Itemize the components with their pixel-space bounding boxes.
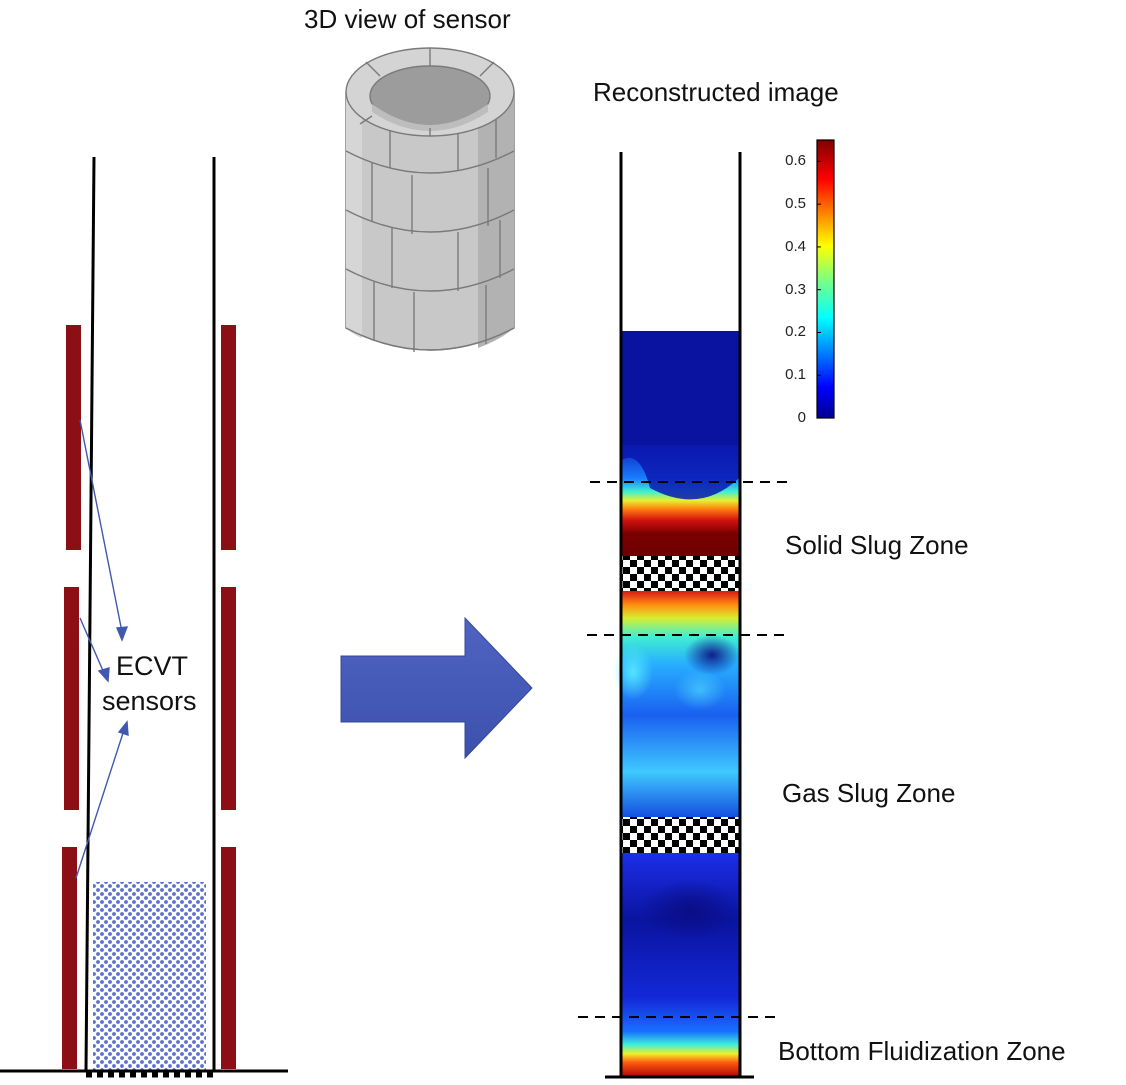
colorbar-tick-label: 0.3 — [785, 280, 806, 298]
electrode-left-bottom — [62, 847, 77, 1069]
left-column-wall-left — [84, 156, 96, 1072]
colorbar-tick-label: 0.5 — [785, 195, 806, 213]
transform-arrow — [340, 616, 533, 760]
particle-bed — [93, 882, 206, 1070]
solid-slug-zone-label: Solid Slug Zone — [785, 530, 969, 560]
colorbar-tick-label: 0.2 — [785, 323, 806, 341]
electrode-right-middle — [221, 587, 236, 810]
gas-slug-zone-label: Gas Slug Zone — [782, 778, 956, 808]
ecvt-label-line2: sensors — [102, 686, 197, 716]
sensor-3d-cylinder — [345, 47, 515, 352]
electrode-left-middle — [64, 587, 79, 810]
left-column — [0, 156, 288, 1078]
ecvt-label-line1: ECVT — [116, 651, 189, 681]
bottom-fluidization-zone-label: Bottom Fluidization Zone — [778, 1036, 1066, 1066]
electrode-right-bottom — [221, 847, 236, 1069]
sensor-3d-title: 3D view of sensor — [304, 4, 511, 34]
zone-gas-slug — [622, 591, 739, 817]
colorbar — [816, 139, 835, 419]
colorbar-tick-label: 0.6 — [785, 152, 806, 170]
electrode-left-top — [66, 325, 81, 550]
reconstructed-image-title: Reconstructed image — [593, 77, 839, 107]
checker-band-upper — [622, 556, 739, 591]
checker-band-lower — [622, 817, 739, 853]
colorbar-tick-label: 0.4 — [785, 237, 806, 255]
electrode-right-top — [221, 325, 236, 550]
reconstructed-column — [578, 152, 792, 1079]
colorbar-tick-label: 0 — [797, 409, 806, 426]
colorbar-tick-label: 0.1 — [785, 366, 806, 384]
colorbar-tick-marks — [817, 160, 821, 419]
zone-top-low — [622, 331, 739, 451]
sensor-pointer-arrows — [75, 419, 129, 879]
